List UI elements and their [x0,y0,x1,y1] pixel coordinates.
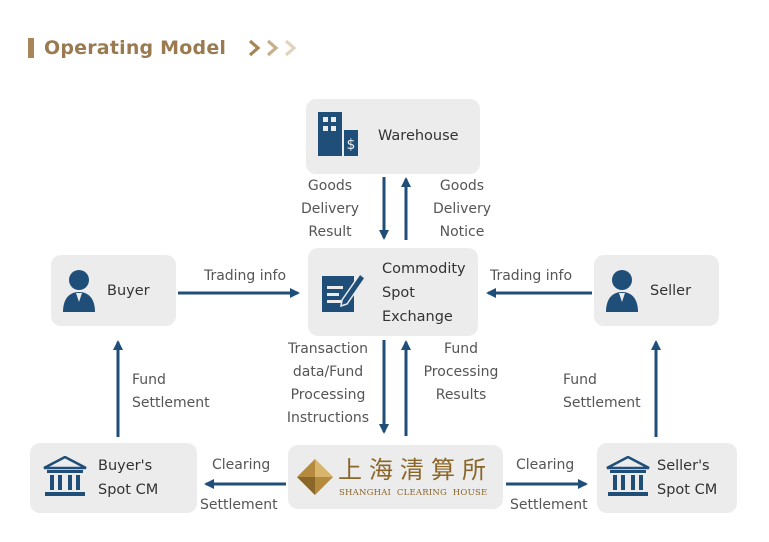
page-title: Operating Model [44,37,227,59]
settlement-right-label: Settlement [510,497,588,513]
seller-label: Seller [650,283,692,299]
fund-settlement-right-label: Fund Settlement [563,372,641,411]
clearing-house-cn-name: 上海清算所 [338,456,493,484]
svg-text:$: $ [347,137,356,153]
buyer-cm-label-1: Buyer's [98,458,153,474]
seller-node: Seller [594,255,719,326]
buyer-cm-label-2: Spot CM [98,482,159,498]
goods-delivery-result-label: Goods Delivery Result [300,178,360,240]
goods-delivery-notice-label: Goods Delivery Notice [432,178,492,240]
warehouse-building-icon: $ [318,112,358,162]
exchange-label-1: Commodity [382,261,466,277]
buyer-cm-node: Buyer's Spot CM [30,443,197,513]
seller-cm-label-2: Spot CM [657,482,718,498]
transaction-data-label: Transaction data/Fund Processing Instruc… [286,341,370,426]
exchange-node: Commodity Spot Exchange [308,248,478,336]
chevrons-icon [246,38,304,58]
buyer-label: Buyer [107,283,150,299]
trading-info-right-label: Trading info [489,268,573,284]
clearing-right-label: Clearing [516,457,575,473]
clearing-house-logo-icon [295,457,335,501]
person-icon [62,268,96,316]
clearing-left-label: Clearing [212,457,271,473]
document-pen-icon [320,270,367,318]
seller-cm-node: Seller's Spot CM [597,443,737,513]
fund-processing-results-label: Fund Processing Results [423,341,499,403]
bank-icon [43,455,87,502]
section-heading: Operating Model [28,34,304,62]
fund-settlement-left-label: Fund Settlement [132,372,210,411]
seller-cm-label-1: Seller's [657,458,710,474]
warehouse-node: $ Warehouse [306,99,480,174]
exchange-label-2: Spot [382,285,415,301]
clearing-house-en-name: SHANGHAI CLEARING HOUSE [339,488,488,498]
warehouse-label: Warehouse [378,128,459,144]
heading-accent-bar [28,38,34,58]
person-icon [605,268,639,316]
exchange-label-3: Exchange [382,309,453,325]
bank-icon [606,455,650,502]
settlement-left-label: Settlement [200,497,278,513]
buyer-node: Buyer [51,255,176,326]
clearing-house-node: 上海清算所 SHANGHAI CLEARING HOUSE [288,445,503,509]
trading-info-left-label: Trading info [203,268,287,284]
